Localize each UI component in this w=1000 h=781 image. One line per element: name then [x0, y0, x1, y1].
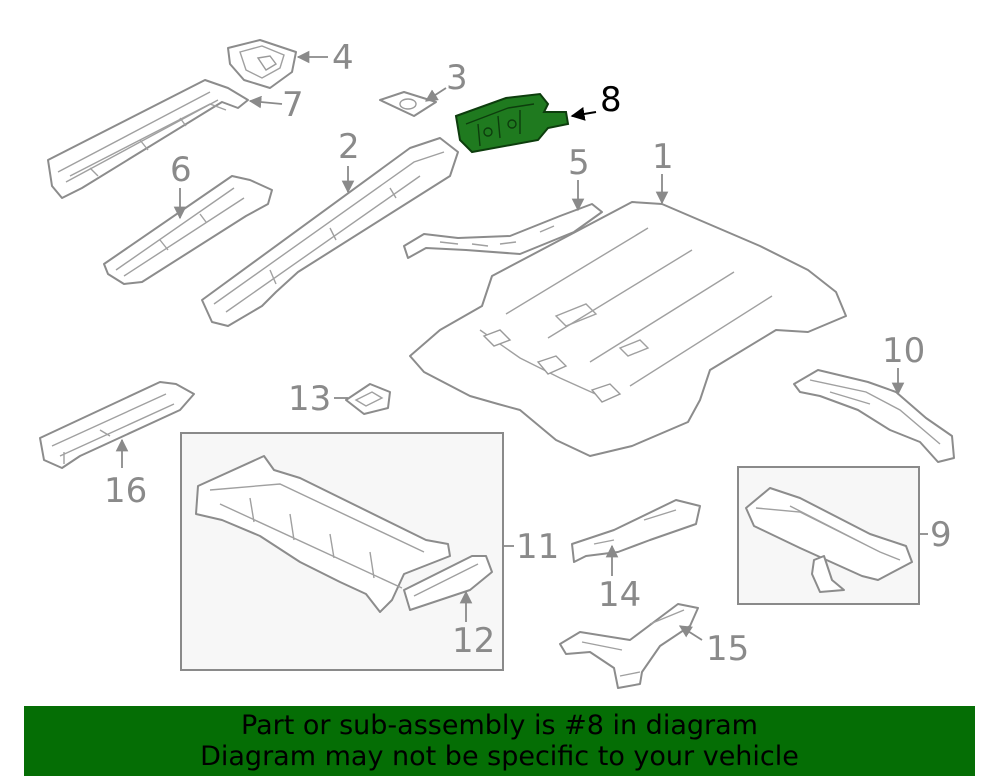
part-14-bracket[interactable] — [571, 499, 701, 563]
callout-6: 6 — [170, 150, 192, 190]
part-2-member[interactable] — [201, 137, 459, 327]
callout-7: 7 — [282, 85, 304, 125]
part-10-member[interactable] — [793, 369, 955, 463]
part-12-bracket[interactable] — [403, 555, 493, 611]
callout-16: 16 — [104, 471, 147, 511]
part-8-highlighted[interactable] — [454, 92, 570, 154]
part-16-member[interactable] — [39, 381, 195, 469]
callout-9: 9 — [930, 515, 952, 555]
callout-14: 14 — [598, 575, 641, 615]
callout-3: 3 — [446, 58, 468, 98]
callout-2: 2 — [338, 127, 360, 167]
callout-8: 8 — [600, 80, 622, 120]
callout-5: 5 — [568, 143, 590, 183]
callout-1: 1 — [652, 137, 674, 177]
part-11-panel[interactable] — [195, 455, 451, 613]
part-13-pad[interactable] — [345, 383, 391, 415]
part-5-bracket[interactable] — [403, 203, 603, 259]
callout-13: 13 — [288, 379, 331, 419]
part-4-bracket[interactable] — [227, 39, 297, 89]
callout-10: 10 — [882, 331, 925, 371]
part-6-member[interactable] — [103, 175, 273, 285]
banner-line-2: Diagram may not be specific to your vehi… — [200, 741, 799, 772]
callout-12: 12 — [452, 621, 495, 661]
part-1-floor-pan[interactable] — [409, 201, 847, 457]
banner-line-1: Part or sub-assembly is #8 in diagram — [241, 710, 758, 741]
callout-15: 15 — [706, 629, 749, 669]
callout-11: 11 — [516, 527, 559, 567]
part-3-plate[interactable] — [379, 91, 437, 117]
leader-lines — [115, 50, 928, 641]
part-7-rail[interactable] — [47, 79, 249, 199]
callout-4: 4 — [332, 38, 354, 78]
info-banner: Part or sub-assembly is #8 in diagram Di… — [24, 706, 975, 776]
part-9-crossmember[interactable] — [745, 487, 913, 593]
callout-labels: 4 7 3 8 2 6 5 1 10 13 16 11 9 12 14 15 — [104, 38, 952, 669]
part-15-bracket[interactable] — [559, 603, 699, 689]
